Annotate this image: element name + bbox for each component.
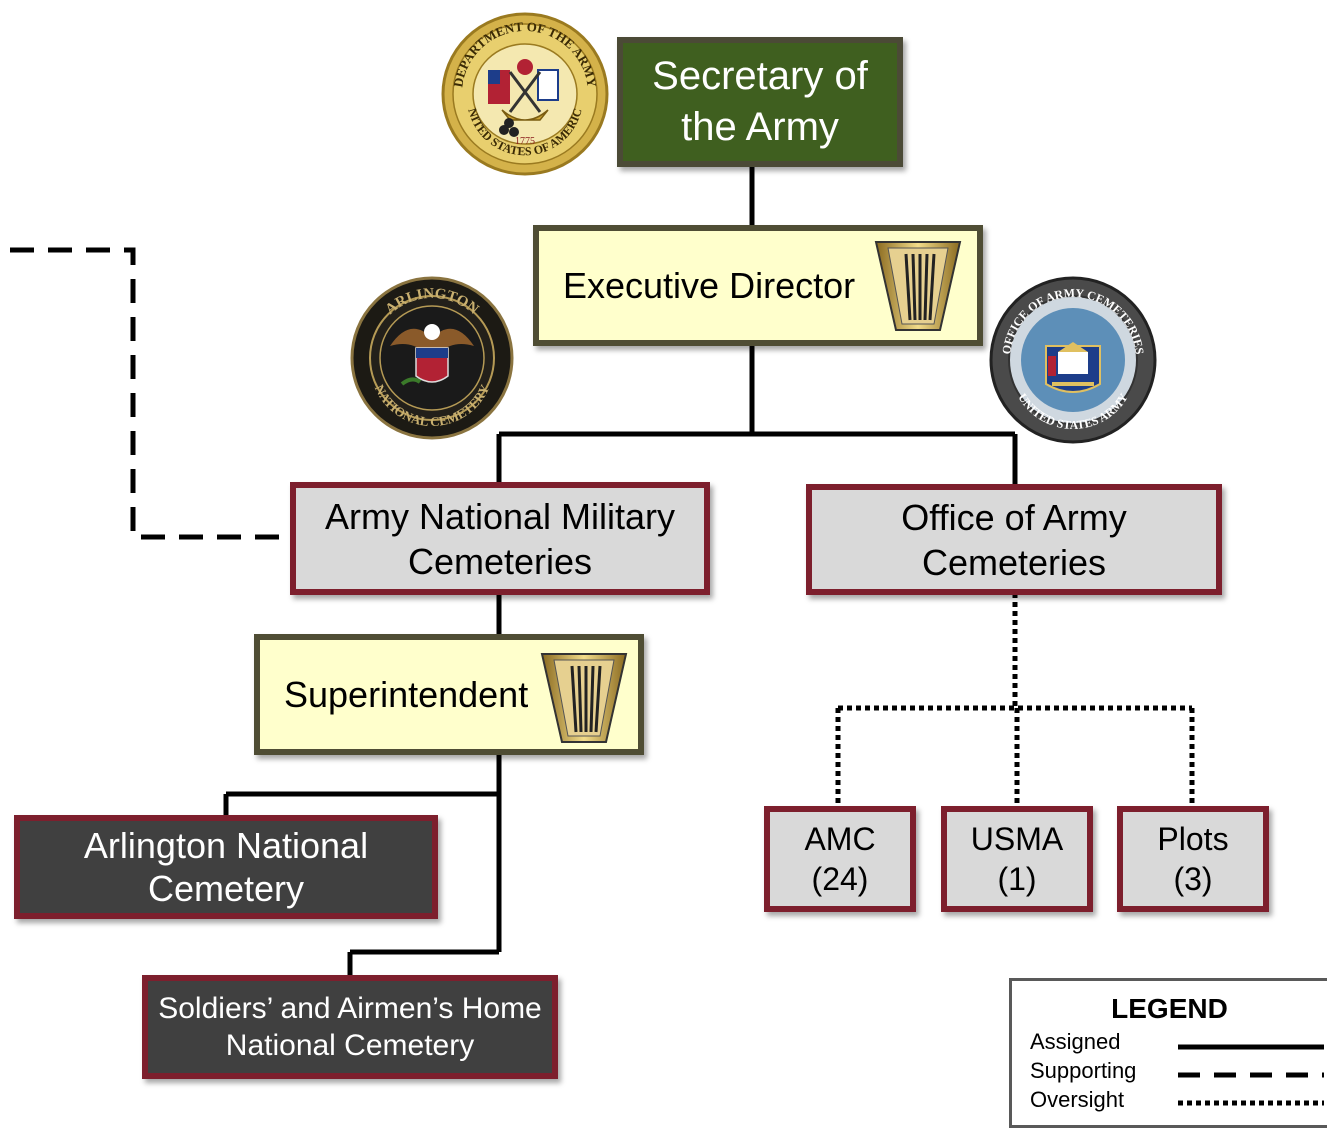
- shs-node: Soldiers’ and Airmen’s Home National Cem…: [142, 975, 558, 1079]
- legend-title: LEGEND: [1111, 993, 1228, 1024]
- civilian-rank-insignia-icon: [874, 241, 962, 331]
- army-seal-year: 1775: [515, 136, 535, 147]
- secretary-label: Secretary of the Army: [652, 53, 868, 149]
- legend: LEGEND Assigned Supporting Oversight: [1009, 978, 1327, 1128]
- legend-label-assigned: Assigned: [1030, 1029, 1121, 1054]
- shs-label-line2: National Cemetery: [225, 1029, 475, 1062]
- plots-node: Plots (3): [1117, 806, 1269, 912]
- arlington-label: Arlington National Cemetery: [83, 824, 369, 909]
- amc-node: AMC (24): [764, 806, 916, 912]
- arlington-seal: ARLINGTON NATIONAL CEMETERY: [350, 276, 514, 440]
- shs-label-line1: Soldiers’ and Airmen’s Home: [158, 991, 542, 1025]
- secretary-node: Secretary of the Army: [617, 37, 903, 167]
- oac-label: Office of Army Cemeteries: [901, 496, 1127, 583]
- plots-count: (3): [1173, 861, 1213, 897]
- usma-label: USMA: [970, 821, 1064, 857]
- oac-node: Office of Army Cemeteries: [806, 484, 1222, 595]
- civilian-rank-insignia-icon: [540, 653, 628, 743]
- legend-label-oversight: Oversight: [1030, 1087, 1125, 1112]
- amc-label: AMC: [804, 821, 876, 857]
- legend-line-samples: [1178, 1044, 1324, 1106]
- oac-seal: OFFICE OF ARMY CEMETERIES UNITED STATES …: [989, 276, 1157, 444]
- supporting-dashed-line: [10, 247, 293, 540]
- arlington-node: Arlington National Cemetery: [14, 815, 438, 919]
- plots-label: Plots: [1157, 821, 1229, 857]
- usma-node: USMA (1): [941, 806, 1093, 912]
- usma-count: (1): [997, 861, 1037, 897]
- anmc-label: Army National Military Cemeteries: [324, 495, 676, 582]
- army-seal: DEPARTMENT OF THE ARMY UNITED STATES OF …: [440, 12, 609, 176]
- amc-count: (24): [811, 861, 869, 897]
- legend-label-supporting: Supporting: [1030, 1058, 1137, 1083]
- executive-director-label: Executive Director: [563, 264, 856, 306]
- superintendent-label: Superintendent: [284, 673, 529, 715]
- anmc-node: Army National Military Cemeteries: [290, 482, 710, 595]
